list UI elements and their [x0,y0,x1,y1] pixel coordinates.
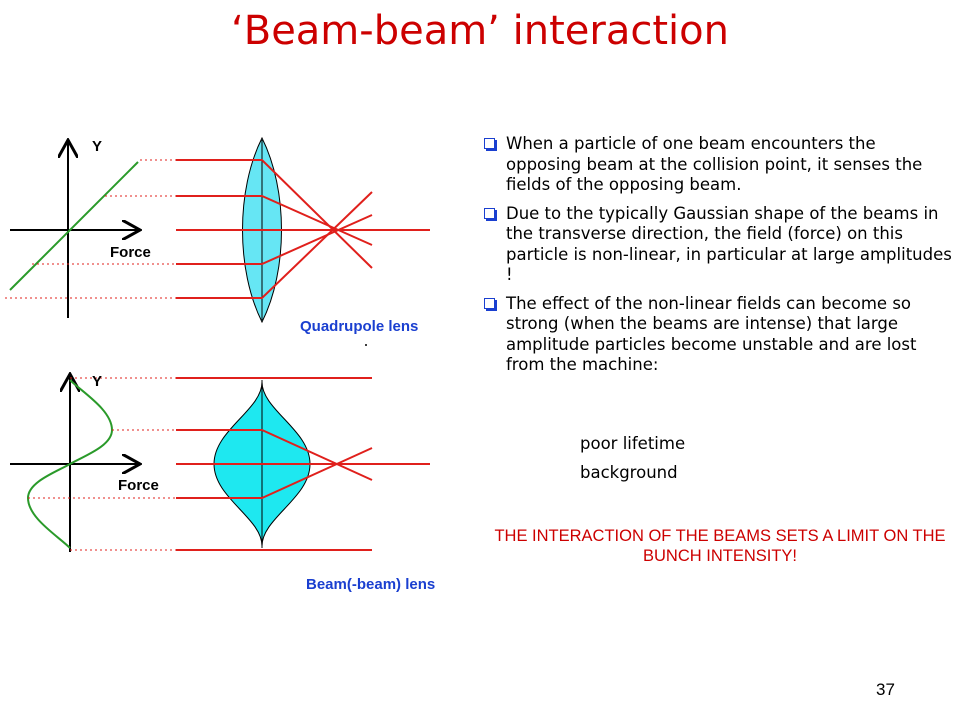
top-force-line [9,161,139,291]
bullet-item: The effect of the non-linear fields can … [484,294,954,376]
bottom-force-label: Force [118,477,159,494]
bullet-text: Due to the typically Gaussian shape of t… [506,203,952,285]
bullet-item: When a particle of one beam encounters t… [484,134,954,196]
bullet-item: Due to the typically Gaussian shape of t… [484,204,954,286]
consequence-text: background [580,463,678,482]
page-number: 37 [876,680,895,699]
checkbox-bullet-icon [484,297,495,309]
bullet-text: When a particle of one beam encounters t… [506,134,923,194]
bullet-text: The effect of the non-linear fields can … [506,293,917,375]
quadrupole-lens-label: Quadrupole lens [300,318,419,335]
checkbox-bullet-icon [484,138,495,149]
lens-diagram: Y Force [5,136,430,552]
top-ray-4 [176,214,373,265]
bullet-list: When a particle of one beam encounters t… [484,134,954,384]
beam-beam-lens-label: Beam(-beam) lens [306,576,436,593]
limit-statement: THE INTERACTION OF THE BEAMS SETS A LIMI… [494,527,946,565]
bottom-force-curve [26,379,114,549]
beam-beam-diagram: Y Force [10,373,430,552]
slide-title: ‘Beam-beam’ interaction [231,8,729,54]
top-force-label: Force [110,244,151,261]
checkbox-bullet-icon [484,207,495,219]
bottom-ray-4 [176,447,373,499]
top-dot [365,344,367,346]
top-ray-5 [176,191,373,299]
consequence-background: background [580,463,678,482]
quadrupole-diagram: Y Force [5,136,430,346]
consequence-lifetime: poor lifetime [580,434,685,453]
bottom-y-label: Y [92,373,102,390]
top-y-label: Y [92,138,102,155]
consequence-text: poor lifetime [580,434,686,453]
